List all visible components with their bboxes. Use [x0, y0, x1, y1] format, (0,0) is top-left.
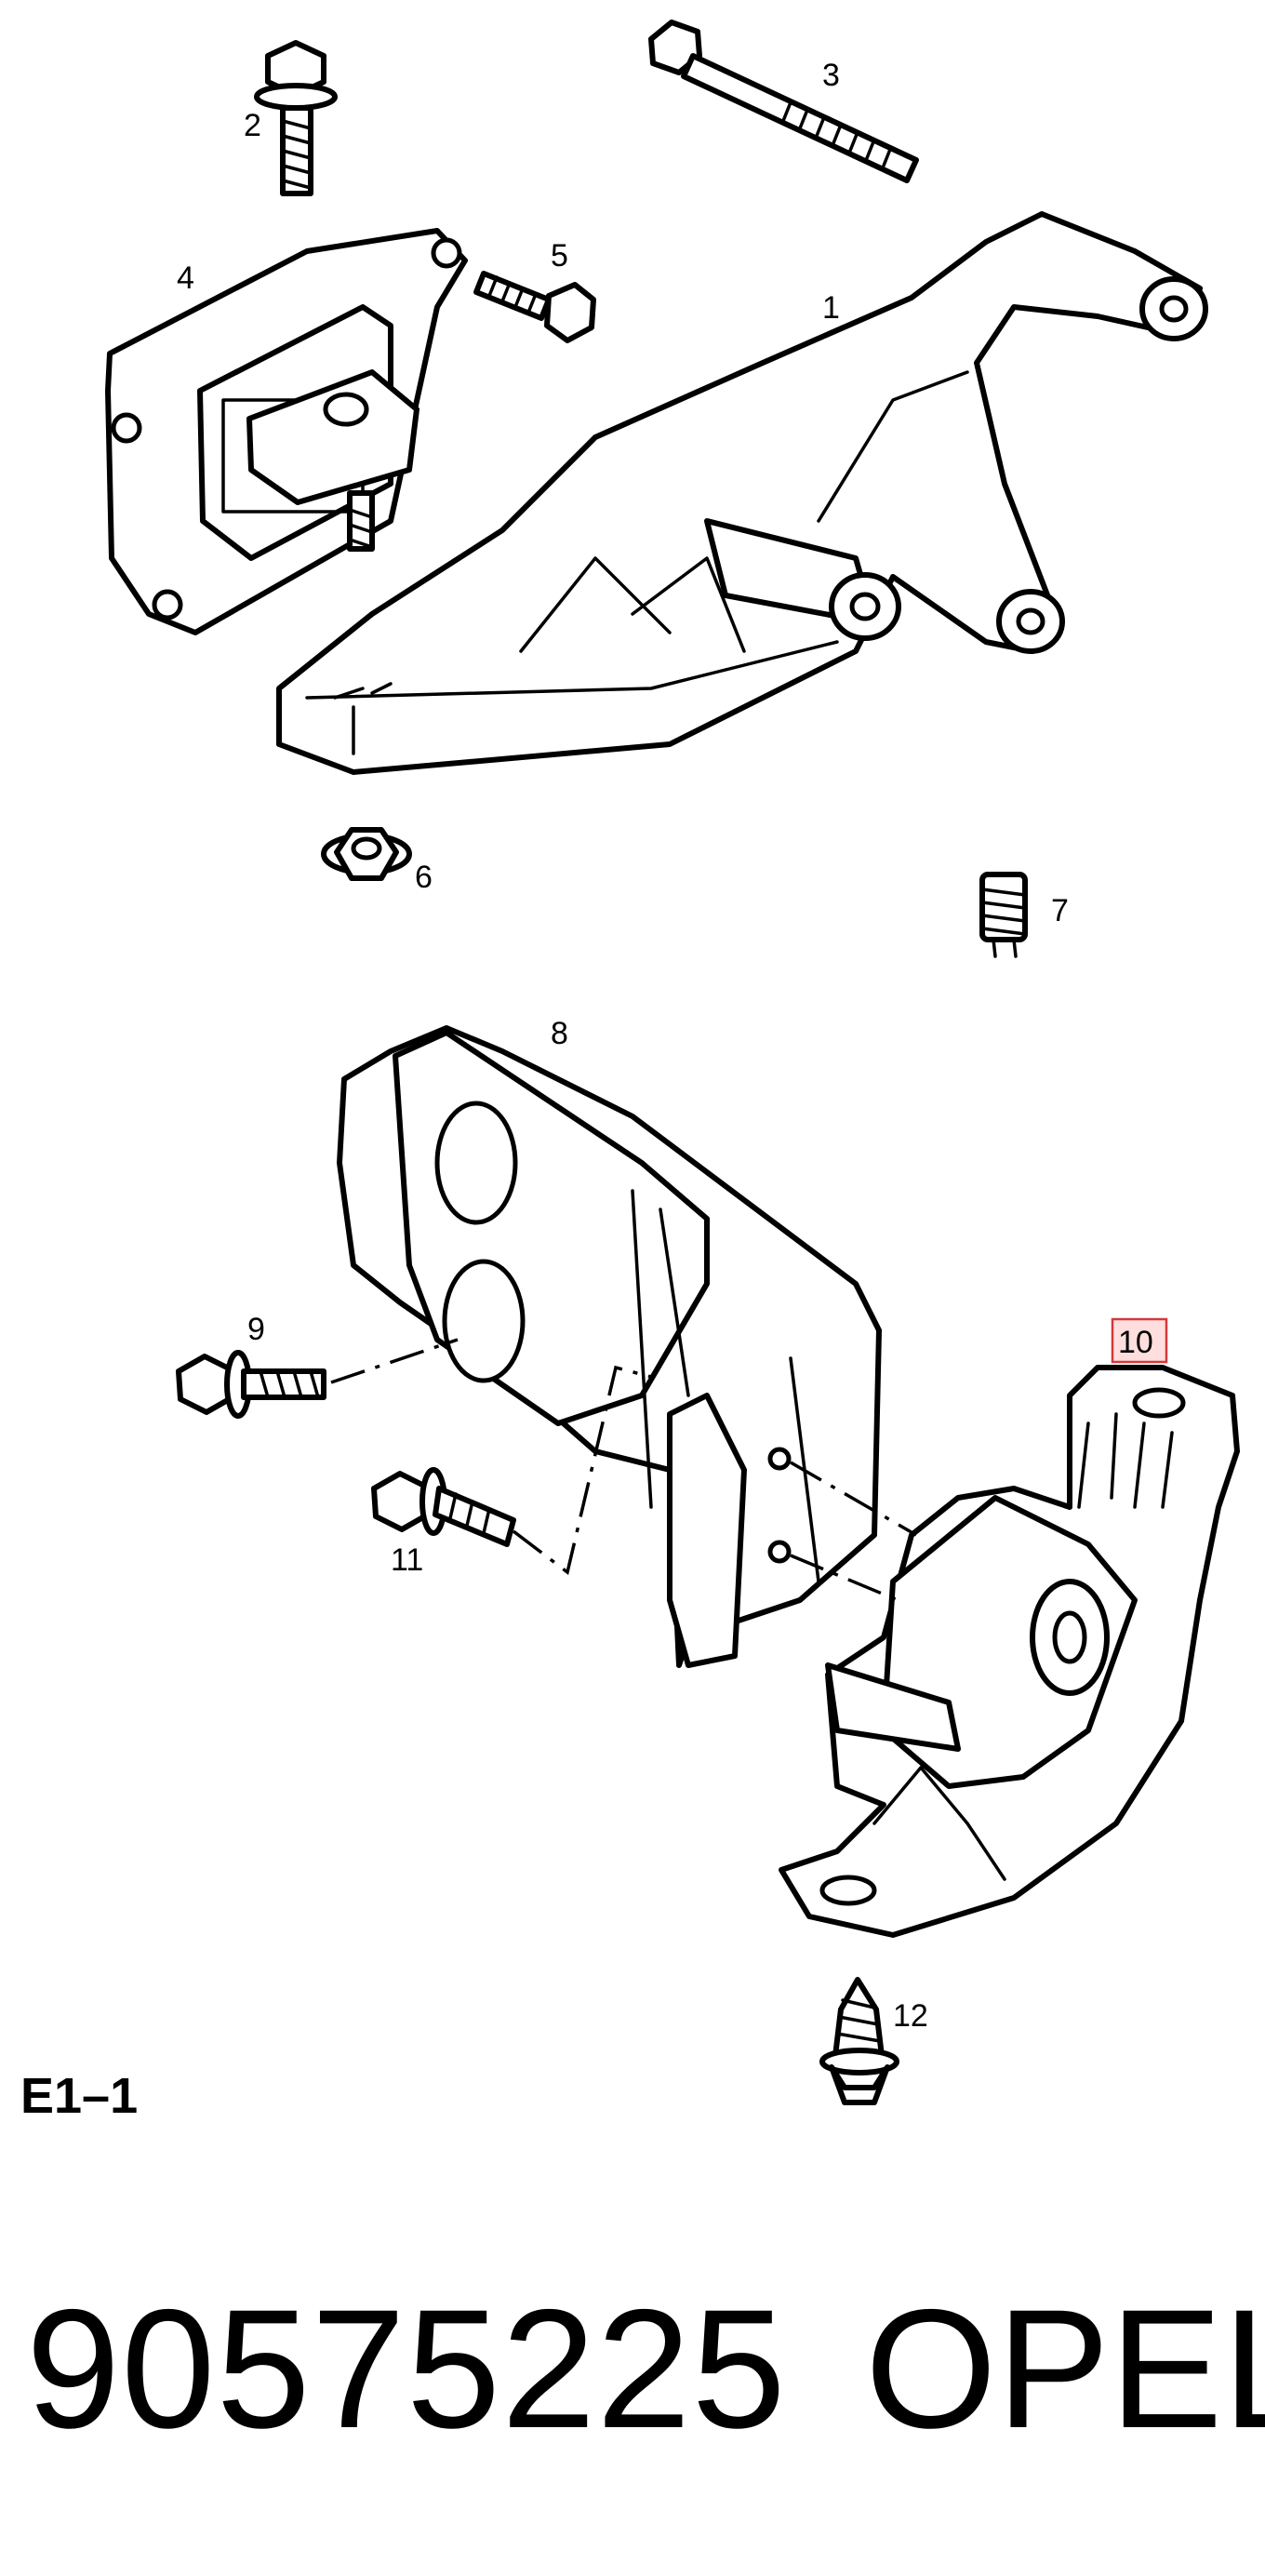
callout-3: 3	[822, 58, 840, 93]
part-1-bracket	[276, 211, 1208, 775]
callout-4: 4	[177, 260, 194, 296]
callout-2: 2	[244, 108, 261, 143]
part-8-gearbox-bracket	[337, 1025, 882, 1668]
assembly-line-9	[330, 1338, 459, 1384]
callout-7: 7	[1051, 893, 1069, 928]
part-9-flange-bolt	[176, 1350, 326, 1419]
callout-6: 6	[415, 860, 433, 895]
callout-5: 5	[551, 238, 568, 274]
part-12-screw	[819, 1977, 899, 2105]
brand-name: OPEL	[865, 2274, 1265, 2463]
callout-1: 1	[822, 290, 840, 326]
callout-11: 11	[391, 1542, 423, 1578]
assembly-line-10-upper	[790, 1461, 917, 1537]
part-6-flange-nut	[321, 827, 412, 881]
callout-8: 8	[551, 1016, 568, 1051]
figure-code: E1–1	[20, 2068, 139, 2124]
part-5-small-bolt	[473, 271, 596, 343]
assembly-line-10-lower	[790, 1554, 899, 1602]
assembly-line-11	[512, 1365, 652, 1576]
part-4-mount	[105, 228, 468, 635]
part-11-flange-bolt	[371, 1467, 516, 1547]
callout-9: 9	[247, 1312, 265, 1347]
part-7-threaded-insert	[979, 872, 1028, 958]
callout-12: 12	[893, 1998, 928, 2034]
part-2-flange-bolt	[254, 40, 338, 196]
callout-10: 10	[1118, 1325, 1153, 1360]
part-number: 90575225	[26, 2274, 787, 2463]
part-10-rubber-mount	[779, 1365, 1240, 1938]
part-3-long-bolt	[648, 20, 919, 183]
callout-10-highlight	[1111, 1317, 1168, 1364]
